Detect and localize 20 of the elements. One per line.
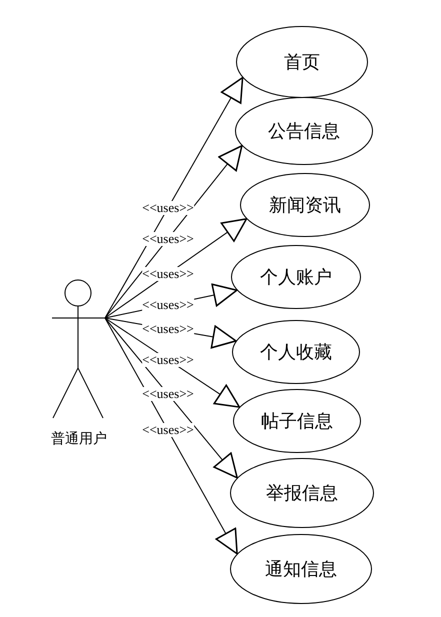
use-case-label: 通知信息 [264,558,338,581]
use-case-label: 帖子信息 [260,410,334,433]
edge-label: <<uses>> [142,387,194,402]
arrow [104,318,238,555]
edge-label: <<uses>> [142,352,194,367]
use-case-label: 个人收藏 [259,341,333,364]
use-case-label: 首页 [283,51,321,74]
use-case-label: 个人账户 [259,266,333,289]
edge-label: <<uses>> [142,298,194,312]
arrow [104,318,238,479]
use-case-label: 新闻资讯 [268,194,342,217]
use-case-label: 公告信息 [267,120,341,143]
edge-label: <<uses>> [142,200,194,215]
edge-label: <<uses>> [142,423,194,438]
arrow [104,76,244,318]
edge-label: <<uses>> [142,322,194,336]
use-case-label: 举报信息 [265,482,339,505]
actor-label: 普通用户 [50,430,108,448]
edge-label: <<uses>> [142,232,194,246]
edge-label: <<uses>> [142,266,194,281]
